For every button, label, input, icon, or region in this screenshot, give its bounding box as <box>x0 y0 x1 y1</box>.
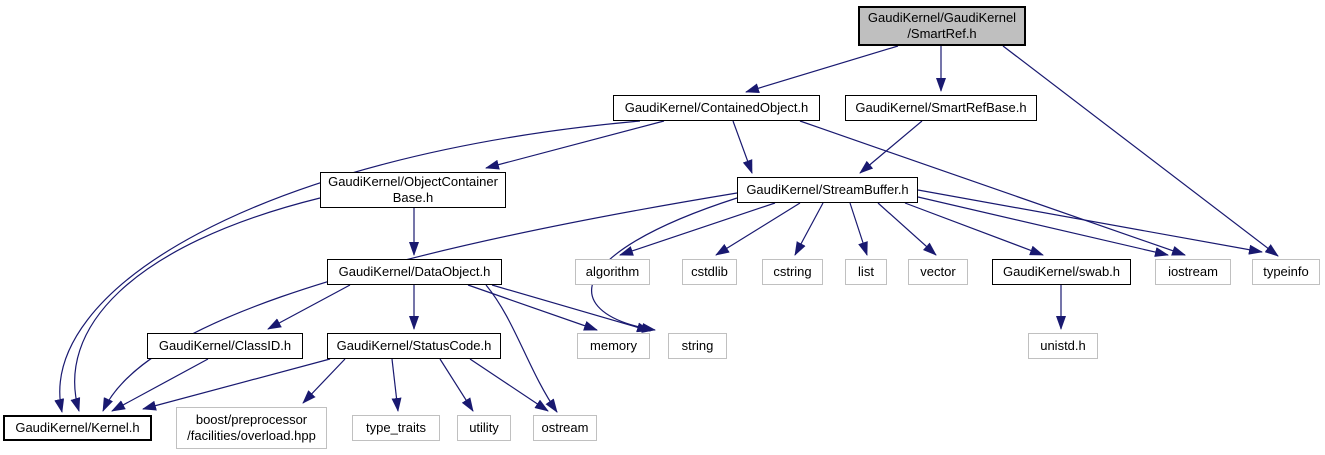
edge-statuscode-ostream <box>469 358 549 412</box>
edge-streambuffer-cstring <box>794 202 824 256</box>
edge-streambuffer-iostream <box>917 196 1169 257</box>
node-string: string <box>668 333 727 359</box>
node-list: list <box>845 259 887 285</box>
edge-statuscode-typetraits <box>391 358 402 412</box>
node-memory: memory <box>577 333 650 359</box>
node-algorithm: algorithm <box>575 259 650 285</box>
edge-dataobject-string <box>491 284 651 333</box>
node-containedobject[interactable]: GaudiKernel/ContainedObject.h <box>613 95 820 121</box>
node-utility: utility <box>457 415 511 441</box>
edge-smartrefbase-streambuffer <box>859 120 923 174</box>
edge-statuscode-boost <box>302 358 346 404</box>
edge-dataobject-classid <box>267 284 351 330</box>
node-unistd: unistd.h <box>1028 333 1098 359</box>
node-classid[interactable]: GaudiKernel/ClassID.h <box>147 333 303 359</box>
edge-streambuffer-cstdlib <box>715 202 801 256</box>
node-typetraits: type_traits <box>352 415 440 441</box>
edge-smartref-typeinfo <box>1002 45 1279 257</box>
node-statuscode[interactable]: GaudiKernel/StatusCode.h <box>327 333 501 359</box>
node-cstdlib: cstdlib <box>682 259 737 285</box>
edge-containedobject-streambuffer <box>732 120 753 174</box>
node-kernel[interactable]: GaudiKernel/Kernel.h <box>3 415 152 441</box>
node-streambuffer[interactable]: GaudiKernel/StreamBuffer.h <box>737 177 918 203</box>
node-typeinfo: typeinfo <box>1252 259 1320 285</box>
node-ostream: ostream <box>533 415 597 441</box>
edge-streambuffer-list <box>849 202 868 256</box>
edge-objectcontainerbase-kernel <box>70 197 321 412</box>
edge-streambuffer-typeinfo <box>917 189 1263 255</box>
edge-statuscode-utility <box>439 358 474 412</box>
edge-dataobject-ostream <box>485 284 558 413</box>
edge-statuscode-kernel <box>142 358 331 411</box>
edge-streambuffer-kernel <box>102 192 738 412</box>
edge-streambuffer-algorithm <box>619 202 776 256</box>
node-dataobject[interactable]: GaudiKernel/DataObject.h <box>327 259 502 285</box>
node-vector: vector <box>908 259 968 285</box>
node-iostream: iostream <box>1155 259 1231 285</box>
edge-streambuffer-swab <box>904 202 1044 256</box>
node-smartref: GaudiKernel/GaudiKernel /SmartRef.h <box>858 6 1026 46</box>
node-smartrefbase[interactable]: GaudiKernel/SmartRefBase.h <box>845 95 1037 121</box>
edge-streambuffer-vector <box>877 202 937 256</box>
node-objectcontainerbase[interactable]: GaudiKernel/ObjectContainer Base.h <box>320 172 506 208</box>
node-boost: boost/preprocessor /facilities/overload.… <box>176 407 327 449</box>
edge-dataobject-memory <box>467 284 598 331</box>
edge-smartref-containedobject <box>745 45 899 94</box>
edge-classid-kernel <box>111 358 209 412</box>
edge-containedobject-objectcontainerbase <box>485 120 665 170</box>
edge-containedobject-kernel <box>54 120 641 413</box>
edge-containedobject-iostream <box>799 120 1186 256</box>
node-swab[interactable]: GaudiKernel/swab.h <box>992 259 1131 285</box>
node-cstring: cstring <box>762 259 823 285</box>
